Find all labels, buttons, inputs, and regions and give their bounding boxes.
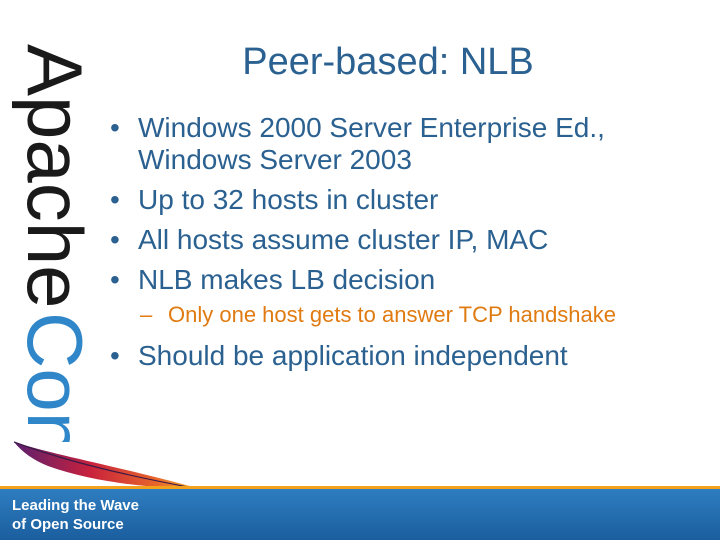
footer-tagline: Leading the Wave of Open Source bbox=[12, 496, 139, 534]
apachecon-logo: Apache Con bbox=[6, 22, 99, 455]
bullet-list: • Windows 2000 Server Enterprise Ed., Wi… bbox=[108, 112, 708, 380]
sub-bullet-text: Only one host gets to answer TCP handsha… bbox=[168, 302, 617, 327]
bullet-text: All hosts assume cluster IP, MAC bbox=[138, 224, 549, 255]
bullet-text: Up to 32 hosts in cluster bbox=[138, 184, 439, 215]
tagline-line1: Leading the Wave bbox=[12, 497, 139, 514]
footer-bar bbox=[0, 486, 720, 540]
bullet-dot-icon: • bbox=[110, 340, 120, 371]
bullet-item: • Windows 2000 Server Enterprise Ed., Wi… bbox=[108, 112, 708, 176]
sub-bullet-item: – Only one host gets to answer TCP hands… bbox=[140, 302, 708, 328]
slide-title: Peer-based: NLB bbox=[242, 41, 534, 83]
sub-bullet-dash-icon: – bbox=[140, 302, 153, 327]
bullet-item: • All hosts assume cluster IP, MAC bbox=[108, 224, 708, 256]
bullet-item: • NLB makes LB decision bbox=[108, 264, 708, 296]
feather-icon bbox=[13, 441, 205, 491]
bullet-dot-icon: • bbox=[110, 184, 120, 215]
bullet-text: Should be application independent bbox=[138, 340, 568, 371]
bullet-dot-icon: • bbox=[110, 264, 120, 295]
bullet-item: • Up to 32 hosts in cluster bbox=[108, 184, 708, 216]
bullet-text: NLB makes LB decision bbox=[138, 264, 436, 295]
footer-divider bbox=[0, 486, 720, 489]
bullet-item: • Should be application independent bbox=[108, 340, 708, 372]
tagline-line2: of Open Source bbox=[12, 516, 124, 533]
bullet-text: Windows 2000 Server Enterprise Ed., Wind… bbox=[138, 112, 605, 175]
logo-text-con: Con bbox=[11, 312, 96, 442]
logo-text-apache: Apache bbox=[11, 44, 96, 309]
bullet-dot-icon: • bbox=[110, 224, 120, 255]
bullet-dot-icon: • bbox=[110, 112, 120, 143]
